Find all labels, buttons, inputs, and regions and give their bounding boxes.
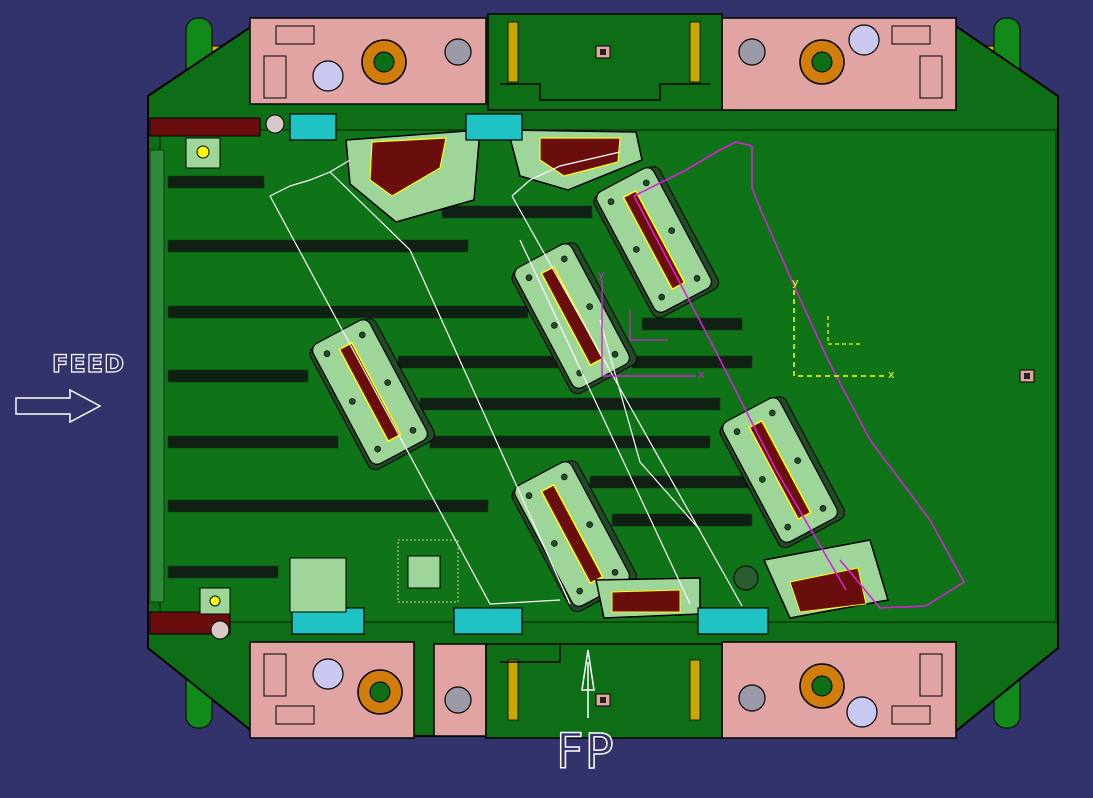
strip-slot [429,435,711,449]
strip-slot [167,239,469,253]
corner-plates [263,25,943,725]
strip-slot [419,397,721,411]
feed-direction-label: FEED [51,349,126,378]
left-stock-guide [149,149,165,603]
feed-arrow-icon [15,388,102,424]
orange-bushing-top-right [799,39,845,85]
cyan-clamps [289,113,769,635]
strip-slot [167,369,309,383]
pin-tl-2 [444,38,472,66]
strip-layout-outline [269,151,743,607]
strip-slot [631,355,753,369]
punch-insert [719,396,846,549]
pink-corner-blocks [249,17,957,739]
punch-inserts [309,166,846,613]
axis-y-label-yellow: y [792,276,799,289]
strip-slots [167,175,753,579]
strip-slot [167,305,529,319]
axis-y-label-magenta: y [598,268,605,281]
top-forming-stations [345,129,643,223]
punch-insert [309,318,436,471]
orange-bushing-bottom-right [799,663,845,709]
punch-insert [511,242,638,395]
pin-tr-1 [848,24,880,56]
orange-bushing-bottom-left [357,669,403,715]
coordinate-axes: x y x y [598,268,895,381]
strip-slot [167,565,279,579]
strip-slot [611,513,753,527]
pin-br-2 [738,684,766,712]
strip-slot [167,435,339,449]
part-outline-magenta [633,141,966,609]
center-block-bottom [485,643,723,739]
punch-insert [511,460,638,613]
pin-bl-1 [312,658,344,690]
fp-arrow-icon [581,649,595,718]
guide-bushings [312,24,880,728]
bottom-forming-stations [595,539,889,619]
strip-slot [641,317,743,331]
orange-bushing-top-left [361,39,407,85]
strip-slot [441,205,593,219]
strip-slot [397,355,569,369]
center-block-top [487,13,723,111]
center-blocks [485,13,723,739]
pin-tr-2 [738,38,766,66]
strip-slot [167,499,489,513]
punch-insert [593,166,720,319]
left-rails [149,114,285,640]
pin-br-1 [846,696,878,728]
small-blocks [185,137,1035,615]
axis-x-label-magenta: x [698,368,705,381]
pin-bl-2 [444,686,472,714]
axis-x-label-yellow: x [888,368,895,381]
strip-slot [167,175,265,189]
pin-tl-1 [312,60,344,92]
fp-label: FP [555,723,615,781]
